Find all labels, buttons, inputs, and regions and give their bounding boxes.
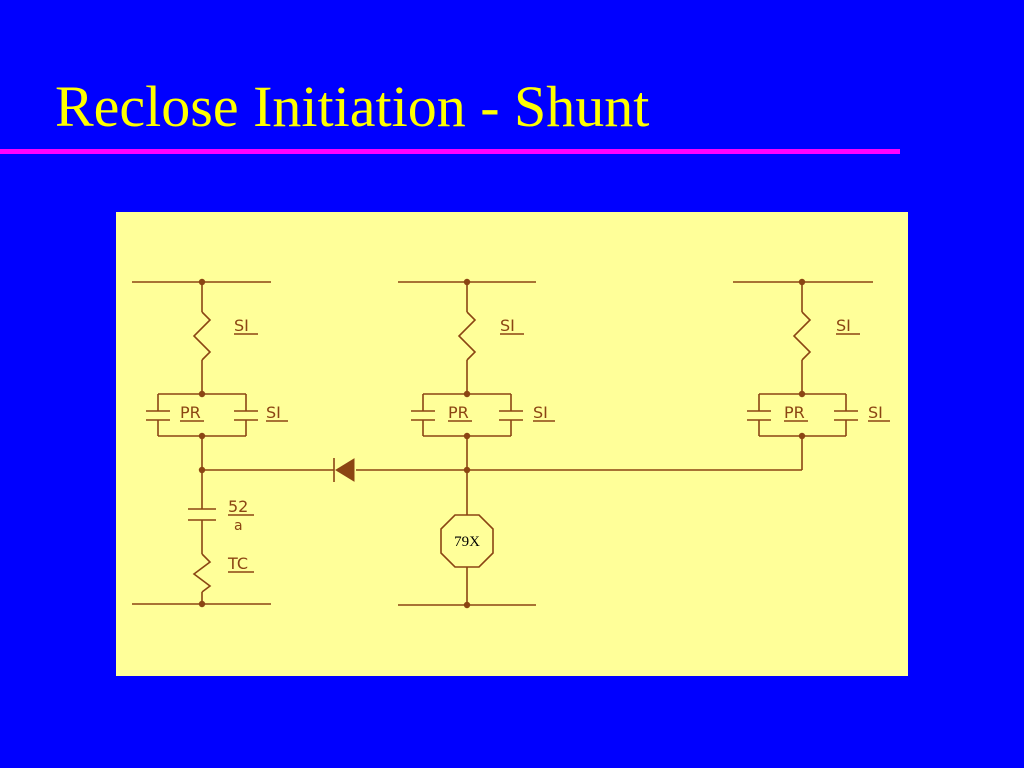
- junction-dot: [198, 432, 206, 440]
- si-coil-resistor: [792, 311, 812, 361]
- interconnect: [202, 458, 802, 482]
- relay-coil-label: 79X: [454, 534, 480, 550]
- title-divider: [0, 149, 900, 154]
- si-coil-resistor: [457, 311, 477, 361]
- junction-dot: [463, 601, 471, 609]
- circuit-3: SI PR SI: [733, 278, 890, 470]
- si-contact-label: SI: [868, 403, 883, 422]
- circuit-1: SI PR SI 52 a: [132, 278, 288, 608]
- junction-dot: [463, 432, 471, 440]
- schematic-diagram: SI PR SI 52 a: [132, 278, 890, 609]
- breaker-contact-label: 52: [228, 497, 248, 516]
- junction-dot: [198, 278, 206, 286]
- junction-dot: [463, 390, 471, 398]
- junction-dot: [198, 600, 206, 608]
- junction-dot: [198, 390, 206, 398]
- relay-coil-79x: [440, 514, 494, 568]
- circuit-2: SI PR SI 79X: [398, 278, 555, 609]
- breaker-contact-sublabel: a: [234, 518, 243, 534]
- junction-dot: [798, 390, 806, 398]
- pr-contact-label: PR: [448, 403, 469, 422]
- si-coil-label: SI: [836, 316, 851, 335]
- diode-icon: [333, 458, 355, 482]
- page-title: Reclose Initiation - Shunt: [55, 74, 650, 139]
- si-coil-label: SI: [234, 316, 249, 335]
- junction-dot: [463, 278, 471, 286]
- schematic-panel: SI PR SI 52 a: [116, 212, 908, 676]
- si-coil-label: SI: [500, 316, 515, 335]
- trip-coil-label: TC: [227, 554, 248, 573]
- si-contact-label: SI: [533, 403, 548, 422]
- junction-dot: [798, 278, 806, 286]
- si-coil-resistor: [192, 311, 212, 361]
- junction-dot: [798, 432, 806, 440]
- pr-contact-label: PR: [180, 403, 201, 422]
- pr-contact-label: PR: [784, 403, 805, 422]
- trip-coil-resistor: [192, 553, 212, 593]
- si-contact-label: SI: [266, 403, 281, 422]
